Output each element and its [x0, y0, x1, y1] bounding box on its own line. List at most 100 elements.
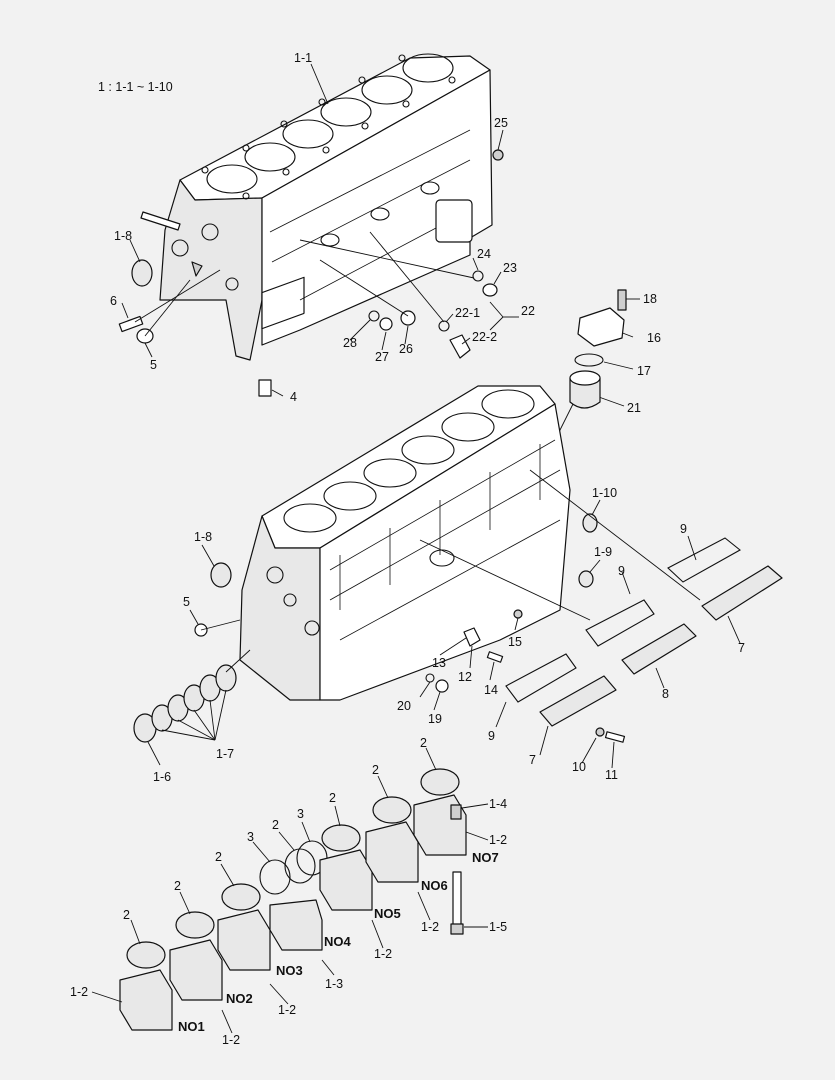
bolt-11	[604, 731, 626, 743]
nut-15	[513, 609, 523, 619]
label-16: 16	[647, 331, 661, 345]
pump-parts	[569, 289, 627, 409]
cap-no2	[169, 939, 223, 1001]
cover-7-b	[539, 675, 617, 727]
washer-22-1	[438, 320, 450, 332]
dowel-1-4	[450, 804, 462, 820]
cover-8	[621, 623, 697, 675]
cap-no5	[319, 849, 373, 911]
thrust-washer-3-a	[259, 859, 291, 895]
label-3-c: 3	[297, 807, 304, 821]
label-1-5: 1-5	[489, 920, 507, 934]
callout-labels: 1-1 25 1-8 6 5 4 24 23 22 22-1 22-2 28 2…	[70, 51, 745, 1047]
label-1-4: 1-4	[489, 797, 507, 811]
label-9-a: 9	[680, 522, 687, 536]
gasket-9-c	[505, 653, 577, 703]
label-21: 21	[627, 401, 641, 415]
label-24: 24	[477, 247, 491, 261]
plug-27	[379, 317, 393, 331]
plug-1-9	[578, 570, 594, 588]
bearing-leaders	[91, 747, 489, 1034]
washer-24	[472, 270, 484, 282]
label-8: 8	[662, 687, 669, 701]
plug-1-10	[582, 513, 598, 533]
seal-1-8-lower	[210, 562, 232, 588]
cover-7-a	[701, 565, 783, 621]
bearing-2-no5	[321, 824, 361, 852]
gasket-9-b	[585, 599, 655, 647]
label-25: 25	[494, 116, 508, 130]
label-20: 20	[397, 699, 411, 713]
label-1-6: 1-6	[153, 770, 171, 784]
label-22: 22	[521, 304, 535, 318]
plug-22-2	[449, 334, 471, 359]
cylinder-block-upper	[159, 53, 493, 397]
label-1-8-lower: 1-8	[194, 530, 212, 544]
label-2-no4: 2	[272, 818, 279, 832]
plug-19	[435, 679, 449, 693]
label-2-no7: 2	[420, 736, 427, 750]
plug-25	[492, 149, 504, 161]
cap-no3	[217, 909, 271, 971]
label-1-1: 1-1	[294, 51, 312, 65]
thrust-washer-3-b	[284, 848, 316, 884]
label-2-no2: 2	[174, 879, 181, 893]
cylinder-block-lower	[239, 385, 571, 701]
label-6: 6	[110, 294, 117, 308]
cover-16	[577, 307, 625, 347]
gasket-9-a	[667, 537, 741, 583]
label-18: 18	[643, 292, 657, 306]
label-1-9: 1-9	[594, 545, 612, 559]
label-14: 14	[484, 683, 498, 697]
label-10: 10	[572, 760, 586, 774]
label-28: 28	[343, 336, 357, 350]
washer-28	[368, 310, 380, 322]
label-2-no5: 2	[329, 791, 336, 805]
label-1-10: 1-10	[592, 486, 617, 500]
bearing-2-no6	[372, 796, 412, 824]
top-block-small-parts	[118, 149, 504, 359]
label-1-2-left: 1-2	[70, 985, 88, 999]
cap-label-no2: NO2	[226, 991, 253, 1006]
label-26: 26	[399, 342, 413, 356]
washer-10	[595, 727, 605, 737]
cap-no1	[119, 969, 173, 1031]
label-1-2-no7: 1-2	[489, 833, 507, 847]
label-4: 4	[290, 390, 297, 404]
bearing-2-no3	[221, 883, 261, 911]
label-15: 15	[508, 635, 522, 649]
bolt-18	[617, 289, 627, 311]
header-note: 1 : 1-1 ~ 1-10	[98, 80, 173, 94]
bracket-13	[463, 627, 481, 647]
middle-leaders	[147, 469, 741, 769]
bolt-6	[118, 315, 144, 333]
bearing-caps	[119, 768, 467, 1031]
label-11: 11	[605, 768, 618, 782]
label-1-2-no5: 1-2	[374, 947, 392, 961]
middle-small-parts	[133, 513, 598, 743]
label-2-no3: 2	[215, 850, 222, 864]
o-ring-17	[574, 353, 604, 367]
label-17: 17	[637, 364, 651, 378]
cap-label-no7: NO7	[472, 850, 499, 865]
label-1-8-upper: 1-8	[114, 229, 132, 243]
label-1-2-no1: 1-2	[222, 1033, 240, 1047]
label-19: 19	[428, 712, 442, 726]
plug-26	[400, 310, 416, 326]
label-1-2-no6: 1-2	[421, 920, 439, 934]
label-7-b: 7	[529, 753, 536, 767]
label-2-no6: 2	[372, 763, 379, 777]
side-covers	[505, 537, 783, 743]
label-23: 23	[503, 261, 517, 275]
label-22-2: 22-2	[472, 330, 497, 344]
stud	[140, 211, 181, 231]
label-2-no1: 2	[123, 908, 130, 922]
label-1-7: 1-7	[216, 747, 234, 761]
cap-label-no3: NO3	[276, 963, 303, 978]
label-13: 13	[432, 656, 446, 670]
cap-label-no5: NO5	[374, 906, 401, 921]
cap-label-no1: NO1	[178, 1019, 205, 1034]
label-9-b: 9	[618, 564, 625, 578]
